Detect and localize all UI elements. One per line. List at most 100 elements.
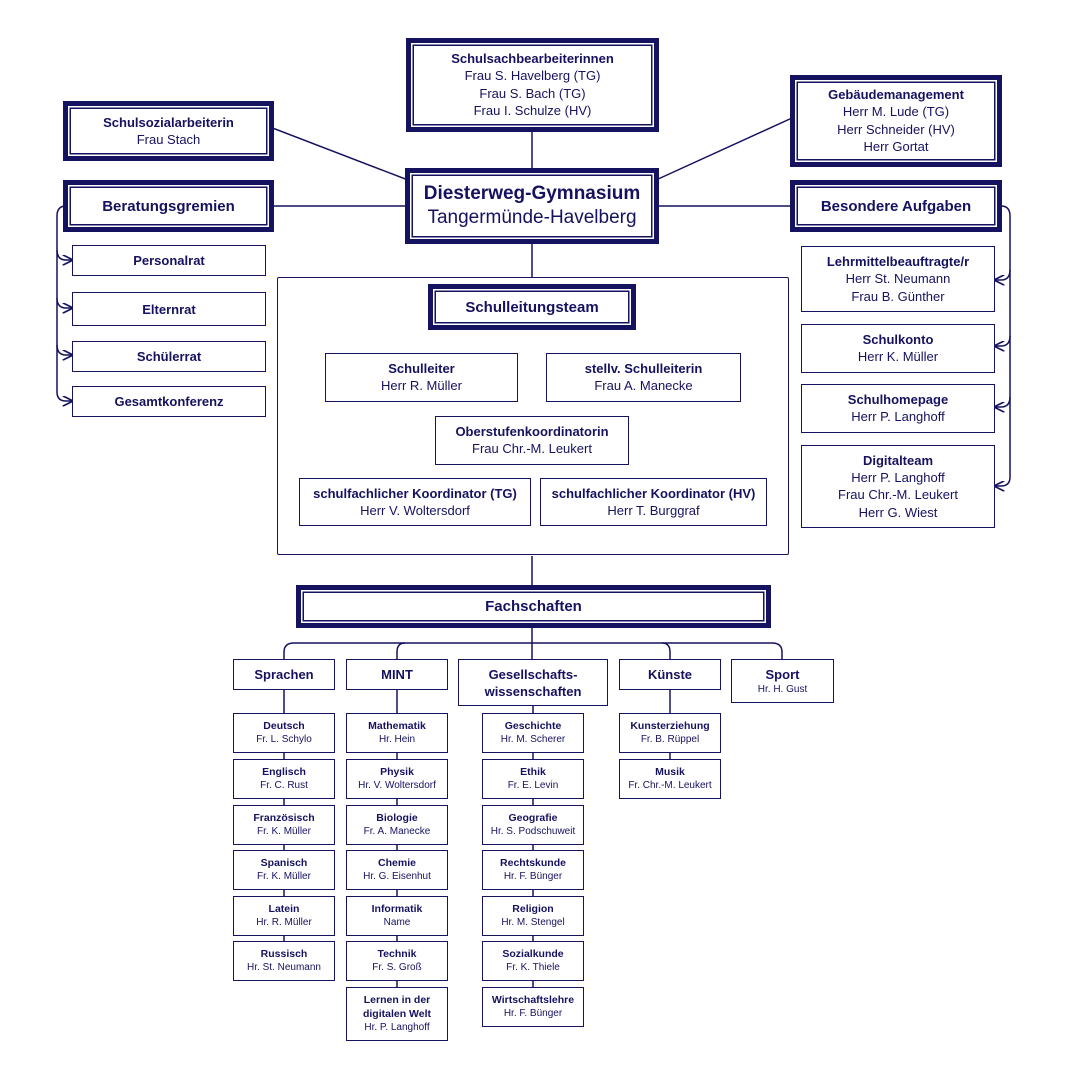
beratungsgremium-label: Personalrat (133, 253, 205, 268)
schulsachbearbeiterinnen-box: Schulsachbearbeiterinnen Frau S. Havelbe… (406, 38, 659, 132)
koordinator-hv-box: schulfachlicher Koordinator (HV) Herr T.… (540, 478, 767, 526)
fachgruppe-sprachen: Sprachen (233, 659, 335, 690)
subject-teacher: Hr. P. Langhoff (364, 1022, 430, 1033)
oberstufenkoordinatorin-name: Frau Chr.-M. Leukert (472, 441, 592, 457)
subject-box: Geografie Hr. S. Podschuweit (482, 805, 584, 845)
subject-name: Lernen in der digitalen Welt (362, 994, 432, 1020)
schulsozialarbeiterin-name: Frau Stach (136, 131, 201, 147)
fachgruppe-sport: Sport Hr. H. Gust (731, 659, 834, 703)
subject-name: Chemie (378, 857, 416, 869)
subject-name: Physik (380, 766, 414, 778)
subject-name: Englisch (262, 766, 306, 778)
subject-name: Latein (268, 903, 300, 915)
subject-teacher: Fr. Chr.-M. Leukert (628, 780, 712, 791)
aufgabe-title: Schulkonto (862, 332, 934, 348)
subject-name: Russisch (260, 948, 308, 960)
subject-box: Englisch Fr. C. Rust (233, 759, 335, 799)
subject-teacher: Hr. S. Podschuweit (490, 826, 576, 837)
subject-teacher: Hr. Hein (378, 734, 416, 745)
fachgruppe-title: MINT (381, 667, 413, 682)
subject-teacher: Fr. E. Levin (507, 780, 559, 791)
stellv-schulleiterin-name: Frau A. Manecke (594, 378, 693, 394)
aufgabe-name: Herr K. Müller (857, 349, 939, 365)
subject-box: Russisch Hr. St. Neumann (233, 941, 335, 981)
stellv-schulleiterin-box: stellv. Schulleiterin Frau A. Manecke (546, 353, 741, 402)
subject-box: Lernen in der digitalen Welt Hr. P. Lang… (346, 987, 448, 1041)
subject-teacher: Hr. M. Stengel (501, 917, 565, 928)
subject-teacher: Fr. A. Manecke (363, 826, 431, 837)
subject-name: Deutsch (263, 720, 305, 732)
beratungsgremium-label: Schülerrat (136, 349, 202, 364)
schulsozialarbeiterin-title: Schulsozialarbeiterin (103, 114, 234, 130)
subject-name: Ethik (520, 766, 546, 778)
aufgabe-title: Digitalteam (862, 452, 934, 468)
subject-box: Wirtschaftslehre Hr. F. Bünger (482, 987, 584, 1027)
beratungsgremium-item: Elternrat (72, 292, 266, 326)
gebaeudemanagement-name: Herr Gortat (863, 139, 929, 155)
aufgabe-item: Lehrmittelbeauftragte/r Herr St. Neumann… (801, 246, 995, 312)
schulleitungsteam-header: Schulleitungsteam (428, 284, 636, 330)
subject-box: Ethik Fr. E. Levin (482, 759, 584, 799)
subject-box: Latein Hr. R. Müller (233, 896, 335, 936)
schulsachbearbeiterin-name: Frau I. Schulze (HV) (473, 103, 592, 119)
schulsachbearbeiterin-name: Frau S. Havelberg (TG) (464, 68, 601, 84)
subject-teacher: Hr. V. Woltersdorf (358, 780, 436, 791)
beratungsgremium-item: Personalrat (72, 245, 266, 276)
subject-teacher: Hr. F. Bünger (503, 1008, 563, 1019)
subject-name: Technik (377, 948, 417, 960)
subject-box: Physik Hr. V. Woltersdorf (346, 759, 448, 799)
subject-box: Rechtskunde Hr. F. Bünger (482, 850, 584, 890)
subject-teacher: Fr. K. Thiele (506, 962, 560, 973)
fachgruppe-title: Gesellschafts-wissenschaften (484, 666, 582, 699)
subject-box: Kunsterziehung Fr. B. Rüppel (619, 713, 721, 753)
subject-box: Informatik Name (346, 896, 448, 936)
school-location: Tangermünde-Havelberg (427, 207, 637, 228)
beratungsgremium-label: Elternrat (142, 301, 196, 317)
fachgruppe-title: Künste (647, 667, 693, 682)
school-name-box: Diesterweg-Gymnasium Tangermünde-Havelbe… (405, 168, 659, 244)
koordinator-tg-title: schulfachlicher Koordinator (TG) (313, 485, 517, 501)
subject-teacher: Hr. St. Neumann (247, 962, 321, 973)
fachschaften-title: Fachschaften (485, 598, 582, 615)
aufgabe-name: Frau Chr.-M. Leukert (838, 487, 958, 503)
subject-name: Geschichte (504, 720, 562, 732)
koordinator-tg-name: Herr V. Woltersdorf (360, 502, 470, 518)
aufgabe-title: Lehrmittelbeauftragte/r (826, 254, 970, 269)
gebaeudemanagement-name: Herr Schneider (HV) (837, 121, 955, 137)
fachgruppe-title: Sprachen (254, 667, 314, 682)
aufgabe-name: Herr St. Neumann (845, 271, 951, 286)
subject-teacher: Hr. R. Müller (256, 917, 312, 928)
aufgabe-name: Herr G. Wiest (858, 504, 938, 520)
fachgruppe-kuenste: Künste (619, 659, 721, 690)
schulsachbearbeiterin-name: Frau S. Bach (TG) (479, 85, 586, 101)
besondere-aufgaben-header: Besondere Aufgaben (790, 180, 1002, 232)
subject-box: Deutsch Fr. L. Schylo (233, 713, 335, 753)
schulsachbearbeiterinnen-title: Schulsachbearbeiterinnen (451, 51, 614, 67)
subject-box: Chemie Hr. G. Eisenhut (346, 850, 448, 890)
gebaeudemanagement-box: Gebäudemanagement Herr M. Lude (TG) Herr… (790, 75, 1002, 167)
subject-box: Spanisch Fr. K. Müller (233, 850, 335, 890)
subject-box: Französisch Fr. K. Müller (233, 805, 335, 845)
aufgabe-name: Herr P. Langhoff (851, 469, 945, 485)
subject-teacher: Fr. K. Müller (257, 826, 311, 837)
subject-name: Biologie (376, 812, 418, 824)
aufgabe-item: Schulkonto Herr K. Müller (801, 324, 995, 373)
subject-box: Biologie Fr. A. Manecke (346, 805, 448, 845)
subject-box: Religion Hr. M. Stengel (482, 896, 584, 936)
oberstufenkoordinatorin-title: Oberstufenkoordinatorin (455, 424, 609, 440)
aufgabe-name: Herr P. Langhoff (851, 409, 945, 425)
fachgruppe-mint: MINT (346, 659, 448, 690)
koordinator-hv-title: schulfachlicher Koordinator (HV) (551, 485, 756, 501)
beratungsgremium-item: Schülerrat (72, 341, 266, 372)
schulleiter-title: Schulleiter (388, 361, 455, 377)
schulleiter-name: Herr R. Müller (381, 378, 462, 394)
subject-box: Musik Fr. Chr.-M. Leukert (619, 759, 721, 799)
subject-name: Informatik (371, 903, 423, 915)
subject-name: Wirtschaftslehre (491, 994, 575, 1006)
subject-name: Französisch (253, 812, 315, 824)
koordinator-hv-name: Herr T. Burggraf (607, 502, 700, 518)
subject-box: Geschichte Hr. M. Scherer (482, 713, 584, 753)
fachgruppe-teacher: Hr. H. Gust (757, 683, 808, 695)
gebaeudemanagement-title: Gebäudemanagement (828, 87, 964, 103)
subject-name: Kunsterziehung (630, 720, 710, 732)
